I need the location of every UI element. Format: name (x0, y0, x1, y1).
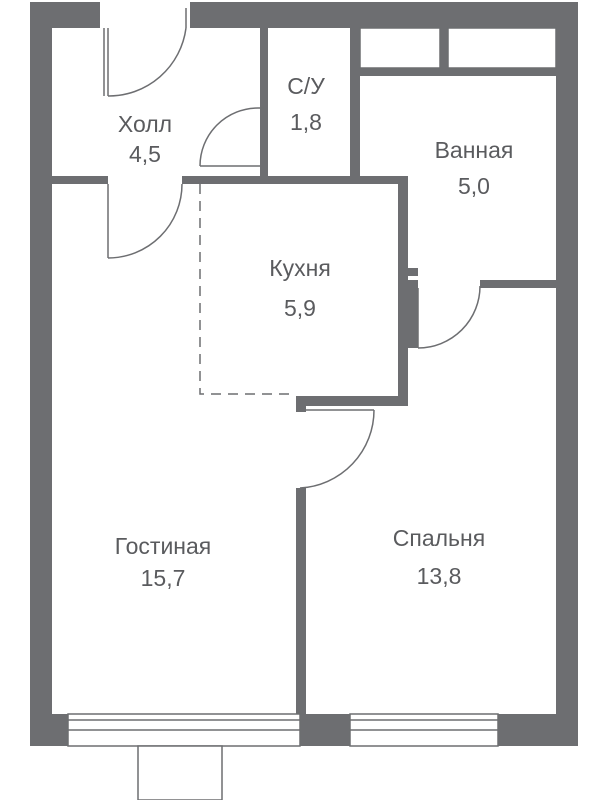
wall-right (556, 2, 578, 746)
wall-bath-bottom-left (408, 268, 418, 276)
wall-kitchen-post (296, 396, 306, 412)
hall-area: 4,5 (129, 141, 161, 167)
kitchen-dashed-boundary (199, 184, 296, 395)
toilet-name: С/У (287, 73, 325, 99)
bathroom-area: 5,0 (458, 173, 490, 199)
living-door-swing (107, 183, 183, 259)
wall-living-bedroom (296, 488, 306, 714)
bathroom-name: Ванная (435, 137, 514, 163)
wall-corridor-vertical (408, 280, 418, 348)
wall-toilet-bath (350, 28, 360, 176)
living-name: Гостиная (115, 533, 212, 559)
wall-bottom-left-pier (30, 714, 68, 746)
kitchen-name: Кухня (269, 255, 331, 281)
wall-bath-bottom-right (480, 280, 556, 288)
wall-left (30, 2, 52, 746)
windows (67, 27, 557, 800)
room-labels: Холл 4,5 С/У 1,8 Ванная 5,0 Кухня 5,9 Го… (115, 73, 514, 591)
wall-kitchen-bottom (296, 396, 408, 406)
entrance-door-swing (107, 27, 187, 97)
toilet-area: 1,8 (290, 109, 322, 135)
kitchen-area: 5,9 (284, 295, 316, 321)
wall-bath-top-divider (360, 68, 556, 76)
living-area: 15,7 (141, 565, 186, 591)
balcony-step (137, 745, 223, 800)
walls (30, 2, 578, 746)
doors (103, 8, 481, 489)
bedroom-door-swing (299, 409, 375, 489)
bedroom-area: 13,8 (417, 563, 462, 589)
wall-kitchen-right (398, 176, 408, 406)
hall-name: Холл (118, 111, 172, 137)
wall-kitchen-top (182, 176, 408, 184)
bath-top-opening-2 (447, 27, 557, 69)
wall-bottom-right-pier (498, 714, 578, 746)
wall-hall-toilet (260, 28, 268, 176)
wall-bottom-middle-pier (300, 714, 350, 746)
toilet-door-swing (199, 107, 259, 167)
wall-top-right (190, 2, 578, 28)
bedroom-name: Спальня (393, 525, 485, 551)
wall-hall-living-left (52, 176, 108, 184)
wall-bath-top-post (440, 28, 448, 68)
bath-top-opening-1 (359, 27, 441, 69)
bath-door-swing (417, 285, 481, 349)
